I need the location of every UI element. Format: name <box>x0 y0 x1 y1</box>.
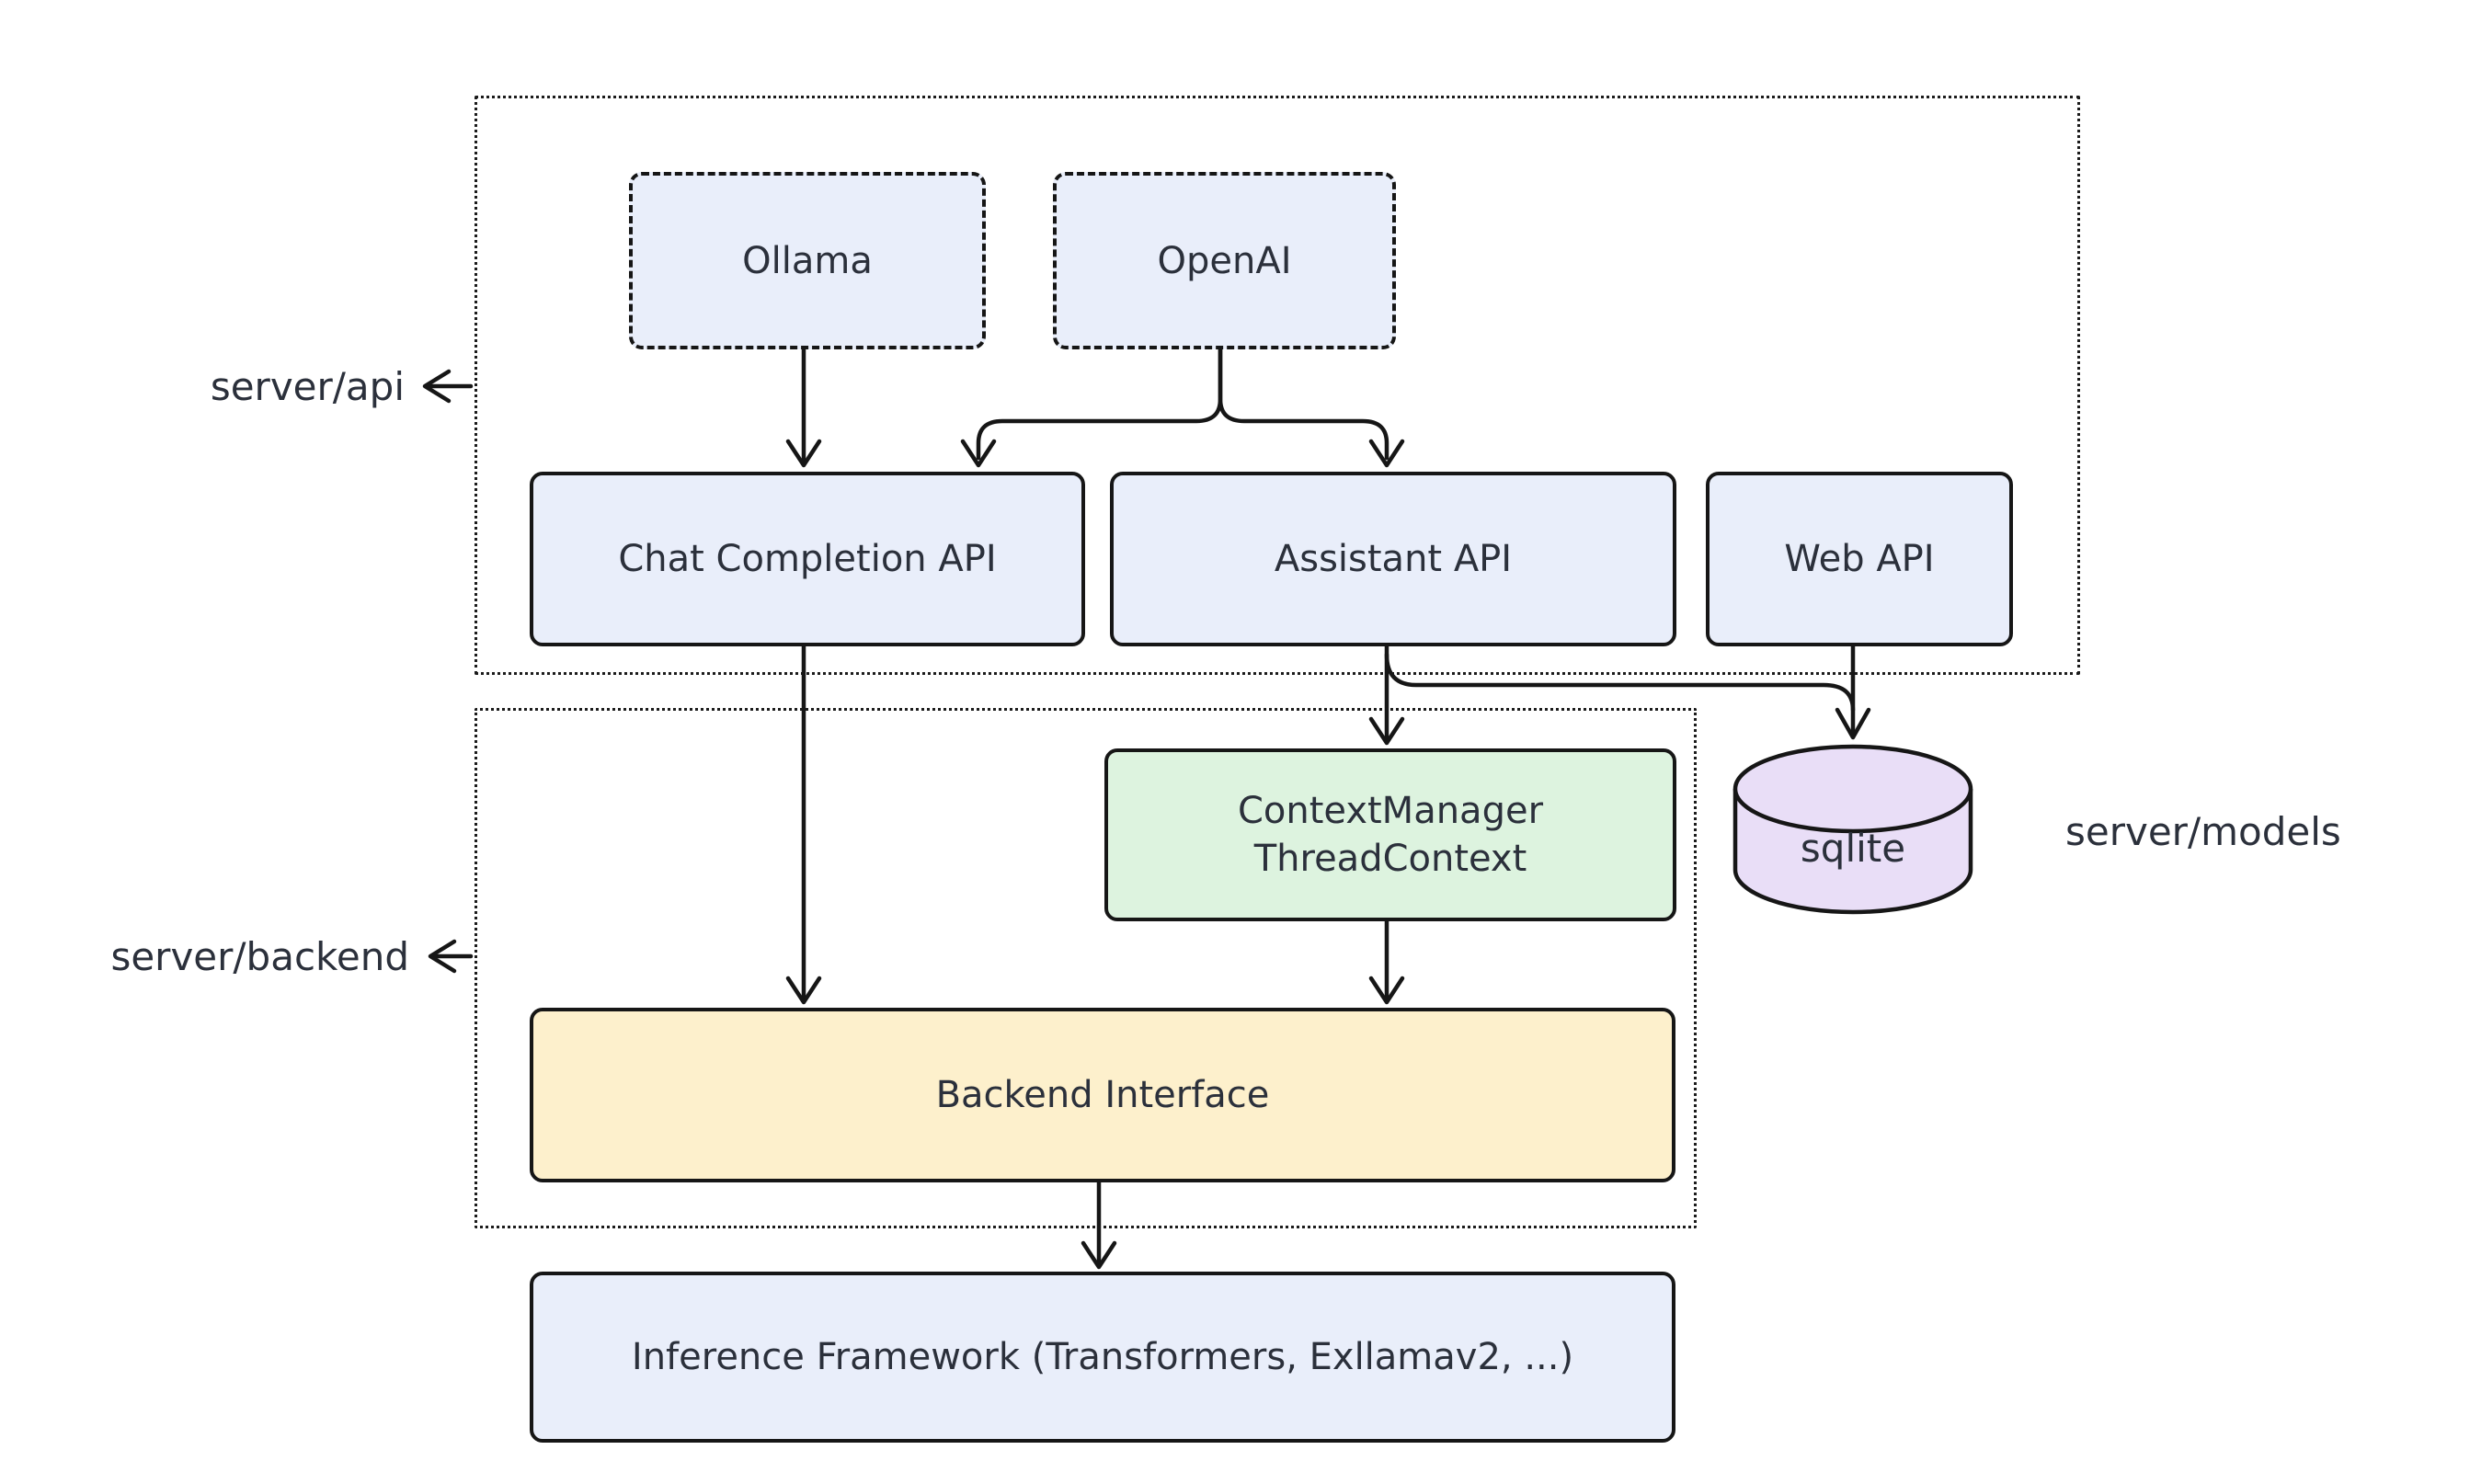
arrowhead-label-server-api <box>422 369 452 404</box>
node-ollama: Ollama <box>629 172 986 349</box>
node-chat-completion-api-label: Chat Completion API <box>618 538 997 580</box>
label-server-models: server/models <box>2065 809 2341 854</box>
node-openai: OpenAI <box>1053 172 1396 349</box>
node-ollama-label: Ollama <box>742 239 873 282</box>
node-web-api-label: Web API <box>1784 538 1935 580</box>
node-assistant-api: Assistant API <box>1110 472 1676 646</box>
node-context-manager-line2: ThreadContext <box>1253 838 1527 880</box>
node-context-manager: ContextManager ThreadContext <box>1104 748 1676 921</box>
node-inference-framework: Inference Framework (Transformers, Exlla… <box>530 1272 1675 1443</box>
node-inference-framework-label: Inference Framework (Transformers, Exlla… <box>631 1336 1574 1378</box>
node-context-manager-line1: ContextManager <box>1237 790 1544 832</box>
node-web-api: Web API <box>1706 472 2013 646</box>
arrowhead-label-server-backend <box>428 939 457 974</box>
node-openai-label: OpenAI <box>1157 239 1292 282</box>
label-server-api: server/api <box>210 364 405 409</box>
group-server-backend <box>475 708 1697 1228</box>
node-backend-interface: Backend Interface <box>530 1008 1675 1182</box>
label-server-backend: server/backend <box>110 934 409 979</box>
node-backend-interface-label: Backend Interface <box>935 1074 1270 1116</box>
node-assistant-api-label: Assistant API <box>1274 538 1513 580</box>
arrowhead-webapi-sqlite <box>1835 707 1871 740</box>
node-chat-completion-api: Chat Completion API <box>530 472 1085 646</box>
group-server-api <box>475 96 2080 675</box>
arrowhead-backend-inference <box>1081 1240 1117 1270</box>
node-sqlite-label: sqlite <box>1800 826 1906 871</box>
